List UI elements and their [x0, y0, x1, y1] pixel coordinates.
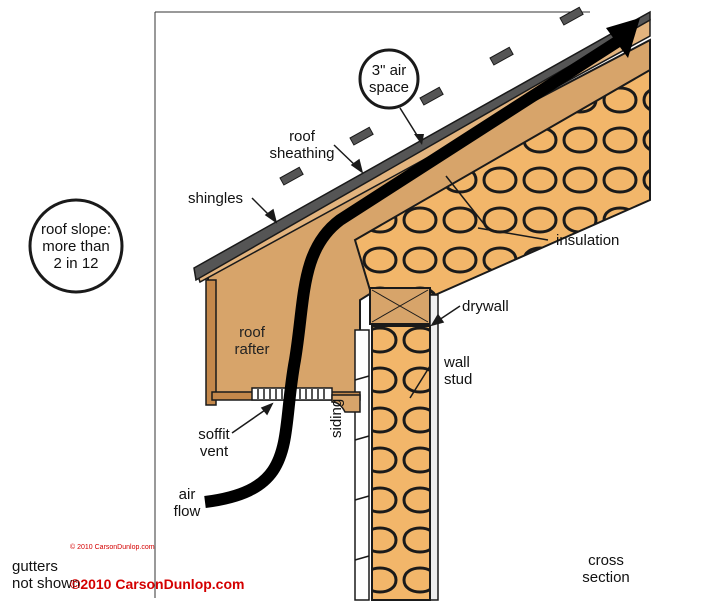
air-space-callout: [358, 48, 420, 110]
copyright-small: © 2010 CarsonDunlop.com: [70, 544, 155, 551]
siding-label: siding: [328, 398, 345, 438]
roof-rafter-label: roof rafter: [234, 324, 270, 358]
air-flow-arrowhead: [606, 18, 640, 58]
drywall-ceiling: [429, 294, 439, 601]
roof-slope-label: roof slope: more than 2 in 12: [40, 221, 112, 272]
wall-stud-label: wall stud: [444, 354, 473, 388]
roof-insulation: [353, 68, 651, 297]
insulation-label: insulation: [556, 232, 620, 249]
insulation-depth-arrow: [445, 175, 485, 225]
leader-lines: [231, 144, 549, 434]
roof-shingles: [193, 10, 651, 282]
siding-laps: [354, 375, 370, 561]
wall-insulation: [371, 325, 431, 601]
soffit-vent-label: soffit vent: [198, 426, 230, 460]
air-flow-arrow: [204, 34, 624, 508]
fascia-board: [205, 279, 217, 406]
roof-slope-callout: [28, 198, 124, 294]
air-flow-label: air flow: [173, 486, 201, 520]
shingles-label: shingles: [188, 190, 244, 207]
roof-sheathing-label: roof sheathing: [269, 128, 335, 162]
gutters-label: gutters not shown: [12, 558, 81, 592]
top-plate-cross-2: [371, 289, 429, 323]
drywall-label: drywall: [462, 298, 509, 315]
air-space-label: 3" air space: [368, 62, 410, 96]
copyright-large: ©2010 CarsonDunlop.com: [70, 576, 245, 592]
frieze-trim: [331, 394, 361, 413]
shingle-tabs: [279, 6, 584, 186]
air-space-leader-tip: [414, 134, 424, 145]
cross-section-label: cross section: [582, 552, 630, 586]
